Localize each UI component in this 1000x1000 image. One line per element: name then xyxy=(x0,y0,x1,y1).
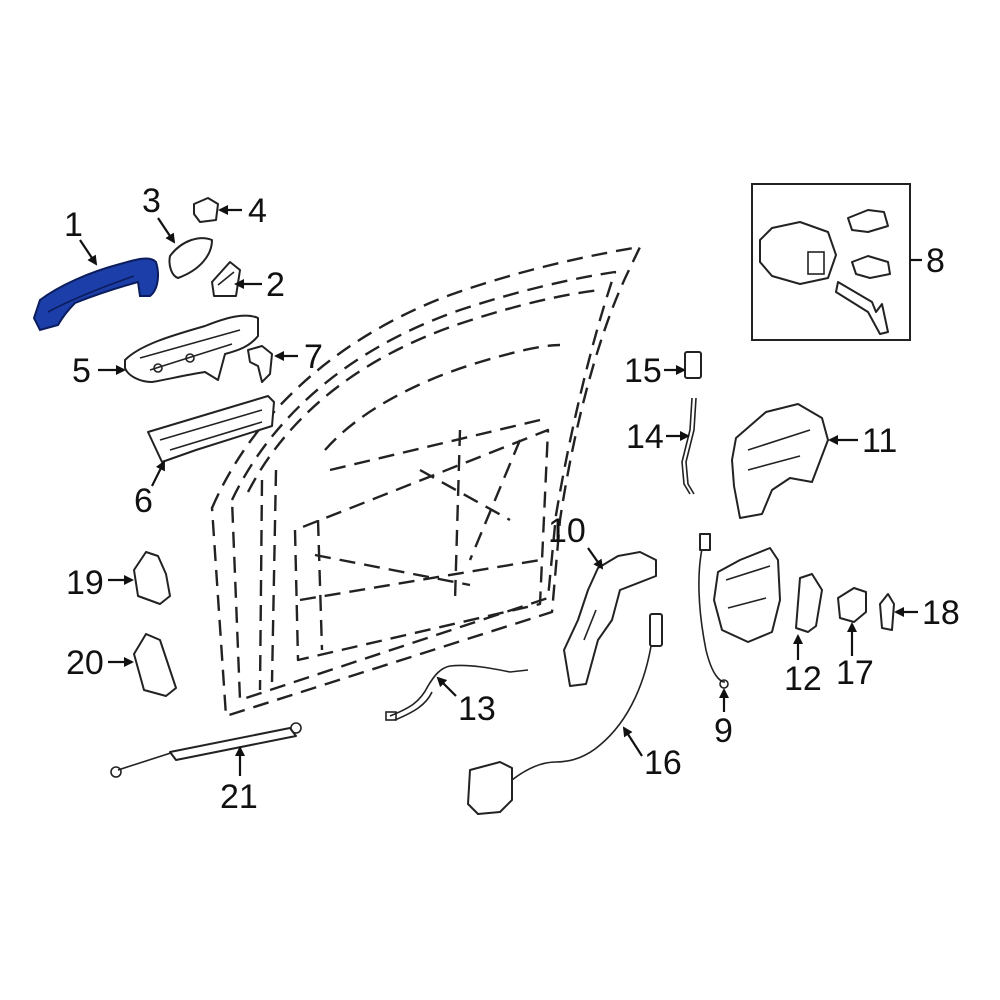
callout-labels: 1 2 3 4 5 6 7 8 9 10 11 12 13 14 15 16 1… xyxy=(64,182,960,816)
part-12-bracket[interactable] xyxy=(795,573,823,633)
part-13-inside-release-cable[interactable] xyxy=(385,664,529,721)
callout-10: 10 xyxy=(548,512,586,550)
part-19-upper-hinge[interactable] xyxy=(133,551,171,605)
callout-5: 5 xyxy=(72,352,91,390)
part-16-latch-actuator[interactable] xyxy=(467,613,663,815)
part-4-clip[interactable] xyxy=(193,197,219,223)
callout-3: 3 xyxy=(142,182,161,220)
callout-8: 8 xyxy=(926,242,945,280)
part-8-lock-cylinder-kit[interactable] xyxy=(751,183,911,341)
callout-11: 11 xyxy=(862,422,897,460)
part-15-knob[interactable] xyxy=(684,351,702,379)
callout-16: 16 xyxy=(644,744,682,782)
part-11-lock-cover[interactable] xyxy=(731,403,829,519)
part-20-lower-hinge[interactable] xyxy=(133,633,177,697)
part-21-door-check[interactable] xyxy=(110,722,302,778)
callout-21: 21 xyxy=(220,778,258,816)
callout-13: 13 xyxy=(458,690,496,728)
part-14-lock-rod[interactable] xyxy=(681,397,697,495)
callout-7: 7 xyxy=(304,338,323,376)
part-10-lock-bracket[interactable] xyxy=(563,551,657,687)
part-17-striker[interactable] xyxy=(837,587,867,623)
callout-17: 17 xyxy=(836,654,874,692)
callout-15: 15 xyxy=(624,352,662,390)
part-7-clip[interactable] xyxy=(247,345,273,383)
callout-12: 12 xyxy=(784,660,822,698)
callout-19: 19 xyxy=(66,564,104,602)
callout-1: 1 xyxy=(64,206,83,244)
part-5-handle-carrier[interactable] xyxy=(124,314,259,383)
callout-9: 9 xyxy=(714,712,733,750)
leader-lines xyxy=(79,205,922,776)
callout-4: 4 xyxy=(248,192,267,230)
callout-6: 6 xyxy=(134,482,153,520)
part-18-plate[interactable] xyxy=(879,593,895,631)
part-3-handle-cap[interactable] xyxy=(168,237,213,279)
part-1-outside-door-handle[interactable] xyxy=(32,257,159,332)
callout-18: 18 xyxy=(922,594,960,632)
callout-20: 20 xyxy=(66,644,104,682)
part-2-bracket[interactable] xyxy=(211,261,241,297)
door-frame-outline xyxy=(210,245,642,718)
callout-2: 2 xyxy=(266,266,285,304)
callout-14: 14 xyxy=(626,418,664,456)
part-6-handle-seal[interactable] xyxy=(147,395,275,463)
part-9-door-lock-actuator[interactable] xyxy=(698,533,781,689)
